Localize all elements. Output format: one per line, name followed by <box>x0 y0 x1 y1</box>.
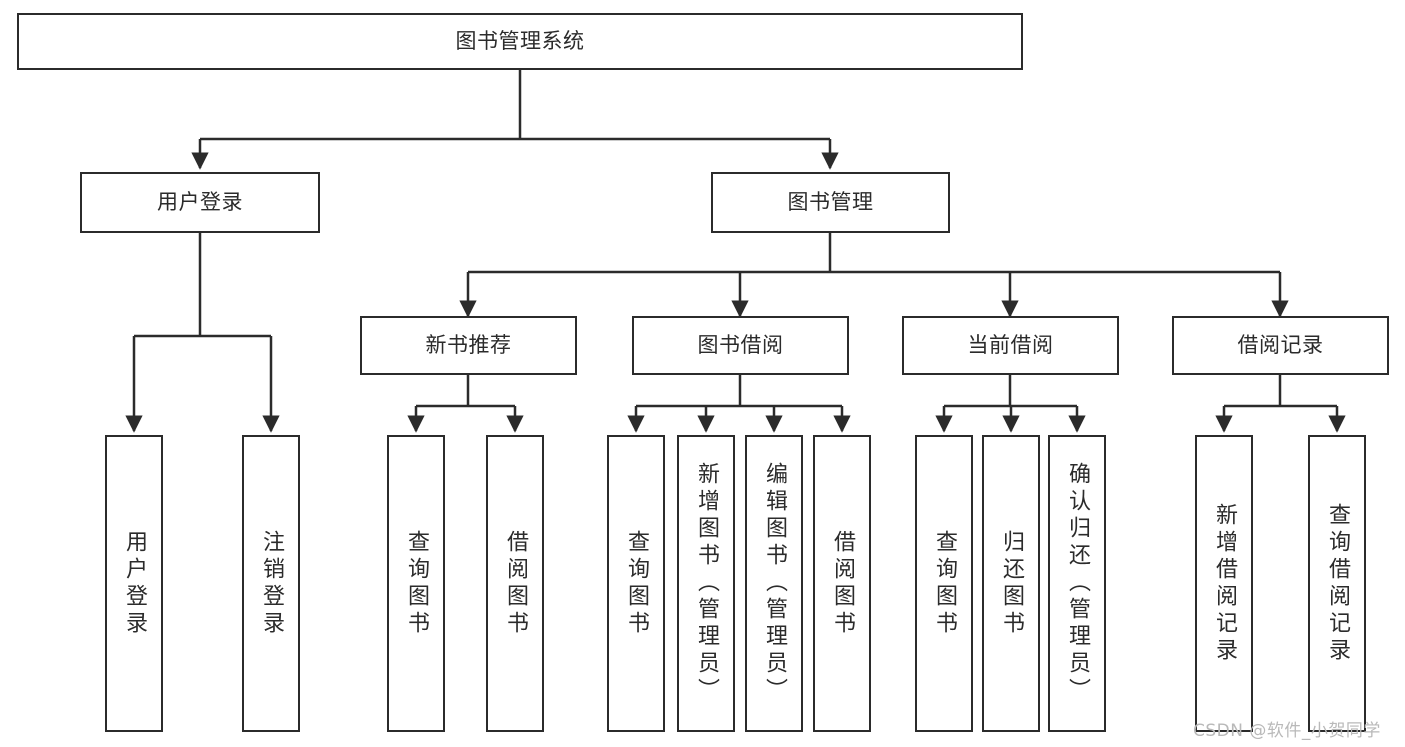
node-leaf-current-borrow-1-label: 归还图书 <box>999 529 1024 638</box>
node-leaf-book-borrow-1[interactable]: 新增图书（管理员） <box>677 435 735 732</box>
node-leaf-current-borrow-1[interactable]: 归还图书 <box>982 435 1040 732</box>
node-leaf-user-login-1-label: 注销登录 <box>259 529 284 638</box>
node-current-borrow[interactable]: 当前借阅 <box>902 316 1119 375</box>
node-leaf-new-book-1-label: 借阅图书 <box>503 529 528 638</box>
node-leaf-current-borrow-0-label: 查询图书 <box>932 529 957 638</box>
node-book-borrow-label: 图书借阅 <box>697 333 784 357</box>
node-leaf-borrow-record-0-label: 新增借阅记录 <box>1212 502 1237 665</box>
node-leaf-new-book-1[interactable]: 借阅图书 <box>486 435 544 732</box>
node-leaf-new-book-0[interactable]: 查询图书 <box>387 435 445 732</box>
node-leaf-book-borrow-3[interactable]: 借阅图书 <box>813 435 871 732</box>
node-leaf-current-borrow-2-label: 确认归还（管理员） <box>1065 462 1090 705</box>
node-leaf-new-book-0-label: 查询图书 <box>404 529 429 638</box>
node-book-management-label: 图书管理 <box>787 190 874 214</box>
node-leaf-borrow-record-0[interactable]: 新增借阅记录 <box>1195 435 1253 732</box>
node-leaf-borrow-record-1[interactable]: 查询借阅记录 <box>1308 435 1366 732</box>
node-user-login[interactable]: 用户登录 <box>80 172 320 233</box>
node-leaf-user-login-0-label: 用户登录 <box>122 529 147 638</box>
node-borrow-record-label: 借阅记录 <box>1237 333 1324 357</box>
node-new-book-recommendation-label: 新书推荐 <box>425 333 512 357</box>
node-book-management[interactable]: 图书管理 <box>711 172 950 233</box>
node-leaf-book-borrow-3-label: 借阅图书 <box>830 529 855 638</box>
node-leaf-book-borrow-2-label: 编辑图书（管理员） <box>762 462 787 705</box>
node-leaf-current-borrow-0[interactable]: 查询图书 <box>915 435 973 732</box>
node-leaf-borrow-record-1-label: 查询借阅记录 <box>1325 502 1350 665</box>
node-root[interactable]: 图书管理系统 <box>17 13 1023 70</box>
node-leaf-user-login-1[interactable]: 注销登录 <box>242 435 300 732</box>
node-leaf-current-borrow-2[interactable]: 确认归还（管理员） <box>1048 435 1106 732</box>
node-borrow-record[interactable]: 借阅记录 <box>1172 316 1389 375</box>
node-leaf-book-borrow-2[interactable]: 编辑图书（管理员） <box>745 435 803 732</box>
node-leaf-book-borrow-0-label: 查询图书 <box>624 529 649 638</box>
node-book-borrow[interactable]: 图书借阅 <box>632 316 849 375</box>
node-leaf-book-borrow-0[interactable]: 查询图书 <box>607 435 665 732</box>
node-user-login-label: 用户登录 <box>157 190 243 214</box>
node-new-book-recommendation[interactable]: 新书推荐 <box>360 316 577 375</box>
node-root-label: 图书管理系统 <box>455 29 585 53</box>
node-leaf-user-login-0[interactable]: 用户登录 <box>105 435 163 732</box>
node-current-borrow-label: 当前借阅 <box>967 333 1054 357</box>
node-leaf-book-borrow-1-label: 新增图书（管理员） <box>694 462 719 705</box>
watermark-csdn: CSDN @软件_小贺同学 <box>1193 721 1381 741</box>
